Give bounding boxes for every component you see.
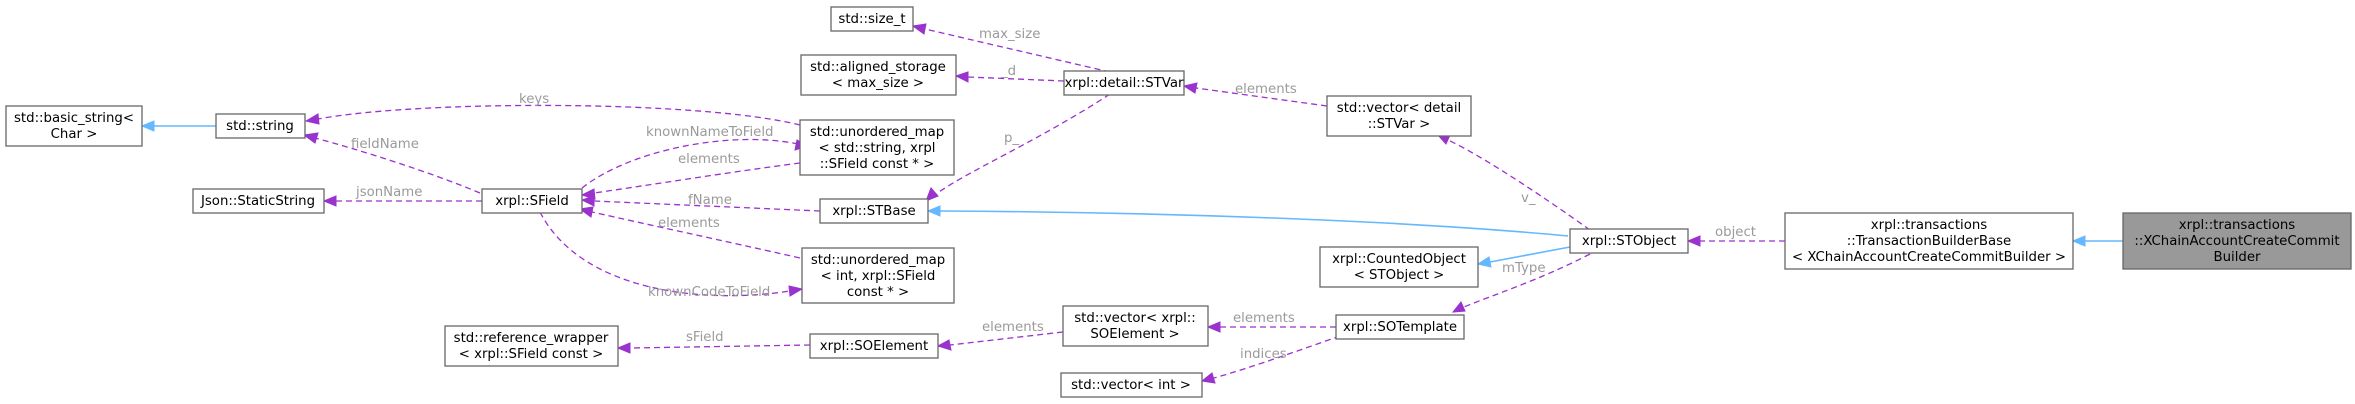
edge-elements-map-code: elements <box>578 206 801 259</box>
svg-text:< xrpl::SField const >: < xrpl::SField const > <box>459 347 604 362</box>
node-counted-object[interactable]: xrpl::CountedObject < STObject > <box>1319 246 1479 288</box>
svg-text:< std::string, xrpl: < std::string, xrpl <box>818 141 935 156</box>
node-sfield[interactable]: xrpl::SField <box>481 188 583 214</box>
edge-builder-inherits-base <box>2071 235 2123 247</box>
svg-text:xrpl::SOTemplate: xrpl::SOTemplate <box>1343 320 1457 335</box>
edge-label-d: _d <box>1000 64 1016 79</box>
node-vec-soelement[interactable]: std::vector< xrpl:: SOElement > <box>1062 305 1209 347</box>
svg-text:std::string: std::string <box>226 119 294 134</box>
svg-text:xrpl::SField: xrpl::SField <box>495 194 569 209</box>
node-stobject[interactable]: xrpl::STObject <box>1569 228 1689 254</box>
svg-text:xrpl::STObject: xrpl::STObject <box>1582 234 1676 249</box>
svg-text:std::aligned_storage: std::aligned_storage <box>810 60 946 75</box>
edge-label-elements-stvar: elements <box>1235 82 1297 97</box>
edge-label-elements-map-code: elements <box>658 216 720 231</box>
svg-text:< XChainAccountCreateCommitBui: < XChainAccountCreateCommitBuilder > <box>1792 250 2066 265</box>
svg-text:SOElement >: SOElement > <box>1090 327 1179 342</box>
node-soelement[interactable]: xrpl::SOElement <box>809 333 939 359</box>
svg-text:< int, xrpl::SField: < int, xrpl::SField <box>821 269 936 284</box>
svg-text:std::unordered_map: std::unordered_map <box>811 253 945 268</box>
svg-text:const * >: const * > <box>847 285 909 300</box>
node-reference-wrapper[interactable]: std::reference_wrapper < xrpl::SField co… <box>444 325 619 367</box>
svg-text:Builder: Builder <box>2213 250 2261 265</box>
edge-label-v: v_ <box>1521 191 1536 206</box>
edge-label-mtype: mType <box>1502 261 1546 276</box>
edge-jsonname: jsonName <box>322 185 482 207</box>
edge-label-elements-map-name: elements <box>678 152 740 167</box>
svg-text:xrpl::transactions: xrpl::transactions <box>2179 218 2296 233</box>
edge-label-sfield: sField <box>686 330 724 345</box>
svg-text:std::reference_wrapper: std::reference_wrapper <box>454 331 609 346</box>
edge-label-fname: fName <box>688 193 732 208</box>
node-stbase[interactable]: xrpl::STBase <box>819 198 929 224</box>
svg-text:std::size_t: std::size_t <box>838 12 905 27</box>
edge-indices: indices <box>1200 335 1341 384</box>
edge-sfield-ref: sField <box>616 330 811 354</box>
svg-text:xrpl::SOElement: xrpl::SOElement <box>820 339 928 354</box>
node-basic-string[interactable]: std::basic_string< Char > <box>5 105 143 147</box>
edge-keys: keys <box>304 92 801 126</box>
edge-stobject-inherits-stbase <box>926 205 1569 237</box>
svg-text:std::unordered_map: std::unordered_map <box>810 125 944 140</box>
svg-text:::SField const * >: ::SField const * > <box>820 157 935 172</box>
edge-label-elements-soelement: elements <box>982 320 1044 335</box>
svg-text:::XChainAccountCreateCommit: ::XChainAccountCreateCommit <box>2134 234 2339 249</box>
edge-elements-so: elements <box>1206 311 1336 333</box>
svg-text:std::basic_string<: std::basic_string< <box>14 111 134 126</box>
edge-label-jsonname: jsonName <box>355 185 422 200</box>
edge-label-object: object <box>1715 225 1756 240</box>
svg-text:::STVar >: ::STVar > <box>1368 117 1431 132</box>
edge-v: v_ <box>1435 133 1591 231</box>
node-transaction-builder-base[interactable]: xrpl::transactions ::TransactionBuilderB… <box>1784 212 2074 270</box>
svg-text:xrpl::STBase: xrpl::STBase <box>832 204 915 219</box>
edge-label-max-size: max_size <box>979 27 1040 42</box>
edge-label-knownnametofield: knownNameToField <box>646 125 773 140</box>
edge-elements-stvar: elements <box>1182 82 1328 107</box>
edge-stobject-inherits-counted <box>1476 246 1571 268</box>
svg-text:::TransactionBuilderBase: ::TransactionBuilderBase <box>1847 234 2011 249</box>
node-static-string[interactable]: Json::StaticString <box>192 188 325 214</box>
node-vec-int[interactable]: std::vector< int > <box>1060 372 1203 398</box>
edge-string-inherits-basic-string <box>140 120 216 132</box>
edge-object: object <box>1686 225 1785 247</box>
svg-text:xrpl::detail::STVar: xrpl::detail::STVar <box>1064 76 1184 91</box>
edge-knowncodetofield: knownCodeToField <box>539 211 804 300</box>
edge-label-p: p_ <box>1004 131 1019 146</box>
svg-text:xrpl::CountedObject: xrpl::CountedObject <box>1332 252 1466 267</box>
svg-text:std::vector< xrpl::: std::vector< xrpl:: <box>1074 311 1196 326</box>
edge-fieldname: fieldName <box>302 132 481 194</box>
svg-text:std::vector< detail: std::vector< detail <box>1337 101 1461 116</box>
svg-text:xrpl::transactions: xrpl::transactions <box>1871 218 1988 233</box>
edge-fname: fName <box>580 193 821 212</box>
edge-mtype: mType <box>1451 253 1591 313</box>
edge-label-keys: keys <box>519 92 549 107</box>
edge-label-knowncodetofield: knownCodeToField <box>648 285 770 300</box>
node-map-code[interactable]: std::unordered_map < int, xrpl::SField c… <box>801 247 955 304</box>
edge-elements-soelement: elements <box>936 320 1064 351</box>
svg-text:< max_size >: < max_size > <box>832 76 924 91</box>
node-vec-stvar[interactable]: std::vector< detail ::STVar > <box>1326 95 1472 137</box>
edge-label-elements-so: elements <box>1233 311 1295 326</box>
edge-label-indices: indices <box>1240 347 1287 362</box>
edge-label-fieldname: fieldName <box>351 137 419 152</box>
svg-text:< STObject >: < STObject > <box>1354 268 1445 283</box>
node-aligned-storage[interactable]: std::aligned_storage < max_size > <box>800 54 957 96</box>
node-string[interactable]: std::string <box>215 113 306 139</box>
svg-text:Json::StaticString: Json::StaticString <box>200 194 315 209</box>
svg-text:Char >: Char > <box>51 127 98 142</box>
edge-max-size: max_size <box>911 23 1111 73</box>
node-size-t[interactable]: std::size_t <box>830 6 914 32</box>
edge-p: p_ <box>925 93 1111 202</box>
svg-text:std::vector< int >: std::vector< int > <box>1071 378 1191 393</box>
edge-d: _d <box>954 64 1065 83</box>
node-sotemplate[interactable]: xrpl::SOTemplate <box>1335 314 1465 340</box>
edge-elements-map-name: elements <box>580 152 801 200</box>
node-stvar[interactable]: xrpl::detail::STVar <box>1063 70 1185 96</box>
node-map-name[interactable]: std::unordered_map < std::string, xrpl :… <box>799 119 955 176</box>
node-xchain-account-create-commit-builder[interactable]: xrpl::transactions ::XChainAccountCreate… <box>2122 212 2352 270</box>
